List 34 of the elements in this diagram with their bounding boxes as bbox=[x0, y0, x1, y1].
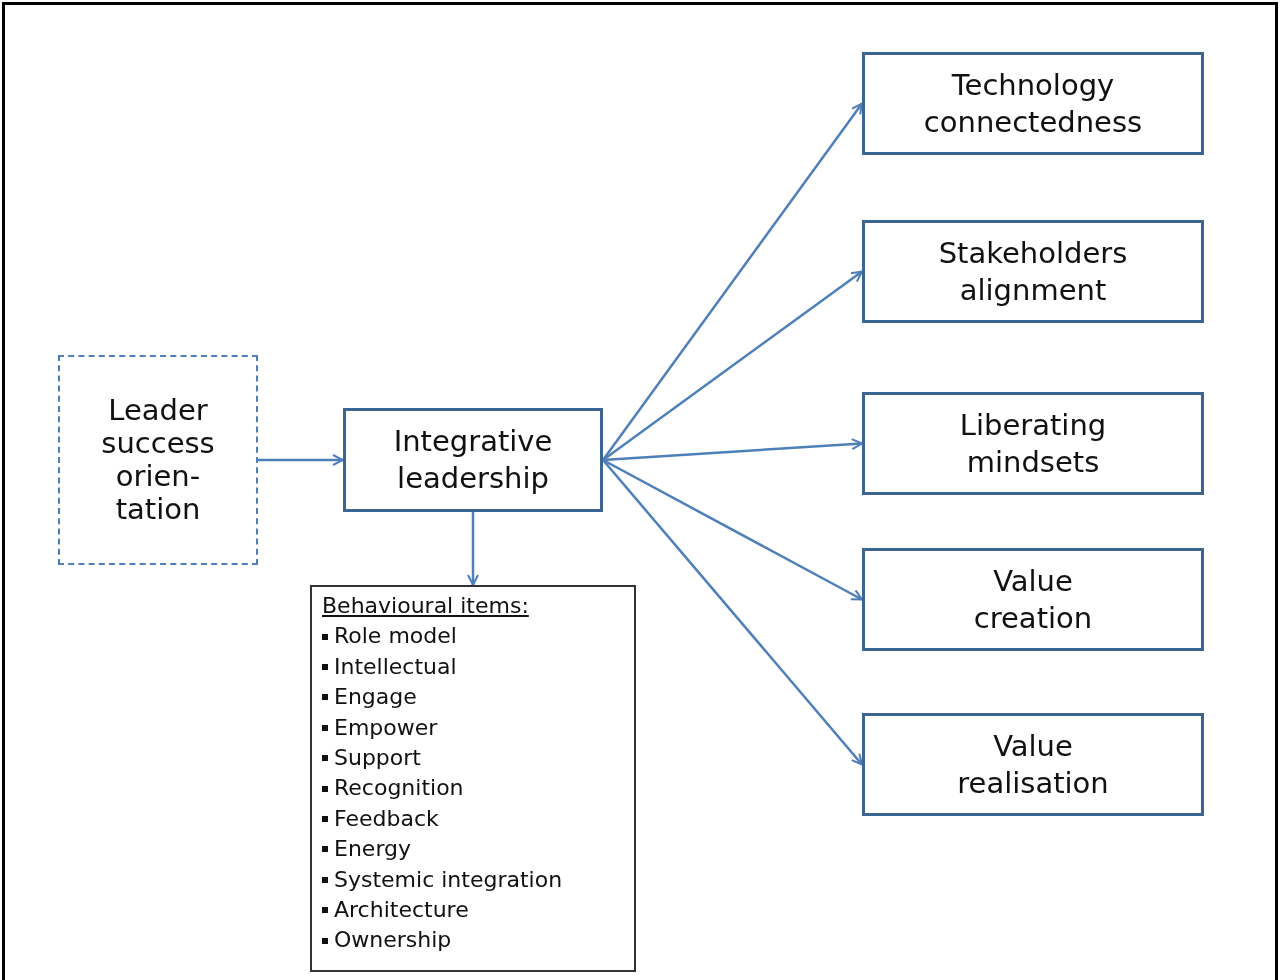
box-label: Value creation bbox=[972, 562, 1094, 637]
box-label: Value realisation bbox=[956, 727, 1110, 802]
dashed-box bbox=[58, 355, 258, 565]
box-label: Stakeholders alignment bbox=[937, 234, 1129, 309]
box-label: Integrative leadership bbox=[392, 423, 554, 497]
arrow bbox=[258, 454, 344, 466]
process-box bbox=[343, 408, 603, 512]
process-box bbox=[862, 220, 1204, 323]
list-item: Recognition bbox=[334, 774, 464, 803]
arrow bbox=[602, 438, 863, 462]
list-box bbox=[310, 585, 636, 972]
list-item: Empower bbox=[334, 713, 438, 742]
box-label: Liberating mindsets bbox=[958, 406, 1108, 481]
process-box bbox=[862, 392, 1204, 495]
list-item: Architecture bbox=[334, 896, 469, 925]
arrow bbox=[602, 458, 863, 601]
list-item: Intellectual bbox=[334, 652, 457, 681]
list-item: Support bbox=[334, 744, 421, 773]
arrow bbox=[602, 459, 863, 766]
arrow bbox=[602, 270, 863, 461]
list-item: Systemic integration bbox=[334, 865, 563, 894]
process-box bbox=[862, 548, 1204, 651]
box-label: Technology connectedness bbox=[922, 66, 1144, 141]
arrow bbox=[467, 512, 479, 586]
list-item: Engage bbox=[334, 683, 417, 712]
list-item: Energy bbox=[334, 835, 412, 864]
list-heading: Behavioural items: bbox=[322, 592, 529, 620]
list-item: Feedback bbox=[334, 804, 439, 833]
process-box bbox=[862, 52, 1204, 155]
box-label: Leader success orien- tation bbox=[100, 394, 216, 526]
process-box bbox=[862, 713, 1204, 816]
list-item: Ownership bbox=[334, 926, 452, 955]
arrow bbox=[602, 102, 863, 461]
list-item: Role model bbox=[334, 622, 457, 651]
